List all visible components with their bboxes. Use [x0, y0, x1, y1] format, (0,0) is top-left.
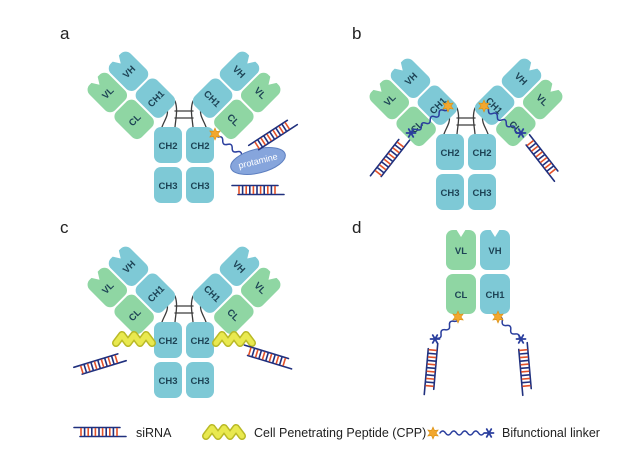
linker-end-d-left: [429, 334, 441, 344]
panel-label-b: b: [352, 24, 361, 43]
legend-linker-end-icon: [483, 428, 495, 438]
legend-sirna-label: siRNA: [136, 426, 172, 440]
panel-d: VL VH CL CH1: [423, 229, 533, 397]
sirna-c-left: [73, 351, 127, 377]
panel-b: [365, 54, 567, 211]
legend-cpp-label: Cell Penetrating Peptide (CPP): [254, 426, 426, 440]
antibody-c: [83, 242, 285, 399]
panel-label-c: c: [60, 218, 69, 237]
domain-label-vh: VH: [488, 246, 501, 257]
panel-label-d: d: [352, 218, 361, 237]
sirna-d-right: [517, 341, 533, 397]
domain-label-ch1: CH1: [485, 290, 505, 301]
cpp-c-right: [216, 335, 252, 343]
sirna-d-left: [423, 341, 439, 397]
antigen-binding-notch: [456, 229, 466, 237]
legend-sirna-icon: [73, 426, 127, 438]
sirna-a-bottom: [231, 184, 285, 196]
fab-fragment: VL VH CL CH1: [446, 229, 510, 314]
panel-c: [73, 242, 295, 399]
domain-label-vl: VL: [455, 246, 467, 257]
cpp-c-left: [116, 335, 152, 343]
protamine-oval: [230, 147, 286, 175]
legend-linker-wave-icon: [439, 430, 485, 436]
legend-linker-label: Bifunctional linker: [502, 426, 600, 440]
antibody-a: [83, 47, 285, 204]
antigen-binding-notch: [490, 229, 500, 237]
antibody-b: [365, 54, 567, 211]
domain-vl: [446, 230, 476, 270]
domain-label-cl: CL: [455, 290, 468, 301]
sirna-b-right: [521, 133, 563, 183]
legend-linker-star-icon: [427, 426, 439, 440]
sirna-c-right: [241, 344, 295, 370]
domain-cl: [446, 274, 476, 314]
sirna-b-left: [369, 133, 411, 183]
panel-a: protamine: [83, 47, 299, 204]
protamine: protamine: [230, 147, 286, 175]
panel-label-a: a: [60, 24, 70, 43]
domain-vh: [480, 230, 510, 270]
legend: siRNA Cell Penetrating Peptide (CPP) Bif…: [73, 426, 600, 440]
linker-end-d-right: [515, 334, 527, 344]
legend-cpp-icon: [206, 428, 242, 436]
domain-ch1: [480, 274, 510, 314]
